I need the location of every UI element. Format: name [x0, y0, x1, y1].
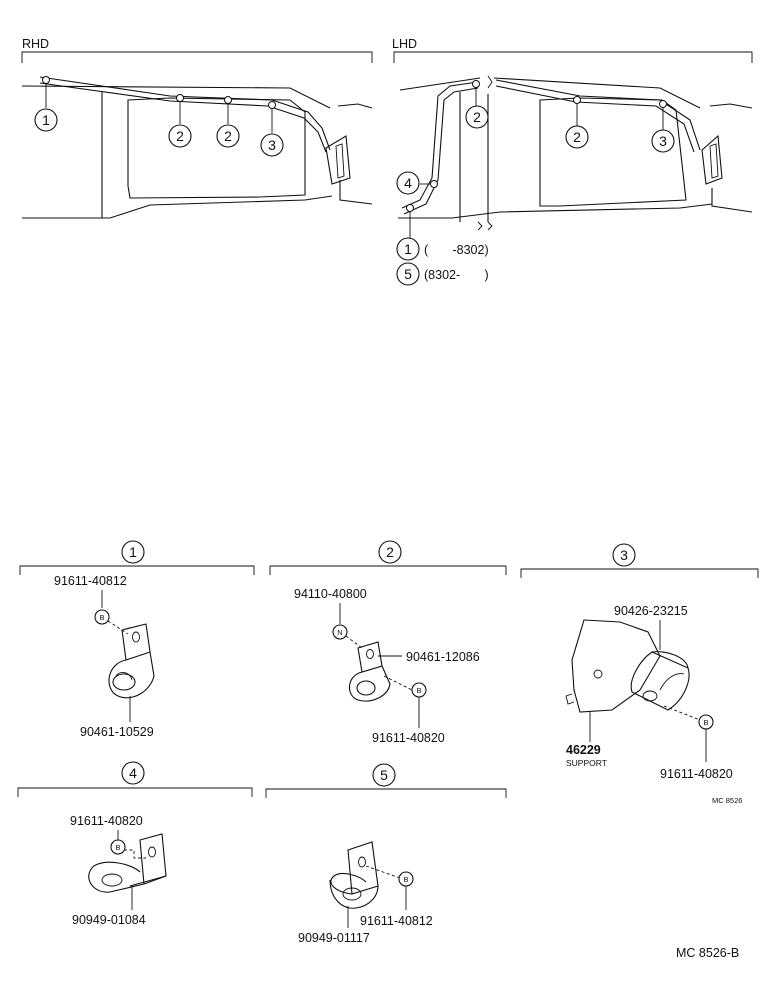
rhd-pipe — [39, 76, 331, 153]
svg-text:5: 5 — [404, 266, 412, 282]
group-4-title — [121, 761, 145, 785]
svg-text:3: 3 — [659, 133, 667, 149]
svg-text:B: B — [99, 613, 104, 622]
bolt-icon — [94, 609, 110, 625]
lhd-callout-5: 5 — [396, 262, 420, 286]
svg-text:3: 3 — [620, 547, 628, 563]
part-46229: 46229 — [566, 743, 601, 757]
svg-text:N: N — [337, 628, 342, 637]
group-3: 3 90426-23215 B 91611-40820 46229 SUPPOR… — [520, 543, 759, 805]
svg-text:4: 4 — [404, 175, 412, 191]
lhd-callout-1: 1 — [396, 237, 420, 261]
part-90949-01117: 90949-01117 — [298, 931, 370, 945]
group-1: 1 91611-40812 B 90461-10529 — [19, 540, 255, 739]
nut-icon — [332, 624, 348, 640]
lhd-note-5: (8302- ) — [424, 268, 489, 282]
rhd-bracket — [21, 51, 373, 63]
svg-text:2: 2 — [386, 544, 394, 560]
lhd-body-outline — [398, 75, 753, 231]
svg-text:B: B — [403, 875, 408, 884]
part-94110-40800: 94110-40800 — [294, 587, 367, 601]
group-1-title — [121, 540, 145, 564]
lhd-callout-4: 4 — [396, 171, 420, 195]
group-1-bracket — [19, 565, 255, 575]
svg-text:2: 2 — [573, 129, 581, 145]
svg-text:4: 4 — [129, 765, 137, 781]
part-91611-40812-g5: 91611-40812 — [360, 914, 433, 928]
group-4: 4 91611-40820 B 90949-01084 — [17, 761, 253, 927]
group-5-title — [372, 763, 396, 787]
group-2-title — [378, 540, 402, 564]
rhd-callout-2b: 2 — [216, 124, 240, 148]
svg-text:B: B — [115, 843, 120, 852]
group-3-title — [612, 543, 636, 567]
clamp-icon — [108, 623, 155, 699]
lhd-pipe — [401, 79, 701, 215]
lhd-note-1: ( -8302) — [424, 243, 489, 257]
part-90426-23215: 90426-23215 — [614, 604, 688, 618]
part-91611-40812: 91611-40812 — [54, 574, 127, 588]
part-90949-01084: 90949-01084 — [72, 913, 146, 927]
clamp-icon — [630, 651, 690, 711]
part-91611-40820-g4: 91611-40820 — [70, 814, 143, 828]
group-2-bracket — [269, 565, 507, 575]
group-2: 2 94110-40800 N 90461-12086 B 91611-4082… — [269, 540, 507, 745]
part-91611-40820: 91611-40820 — [372, 731, 445, 745]
rhd-clamp-points — [42, 76, 276, 133]
lhd-label: LHD — [392, 37, 417, 51]
rhd-label: RHD — [22, 37, 49, 51]
support-bracket-icon — [565, 619, 661, 713]
part-90461-12086: 90461-12086 — [406, 650, 480, 664]
group-4-bracket — [17, 787, 253, 797]
svg-text:2: 2 — [224, 128, 232, 144]
svg-text:3: 3 — [268, 137, 276, 153]
rhd-callout-2a: 2 — [168, 124, 192, 148]
lhd-clamp-points — [406, 80, 667, 238]
svg-text:1: 1 — [42, 112, 50, 128]
clamp-icon — [88, 833, 167, 893]
rhd-callout-1: 1 — [34, 108, 58, 132]
rhd-callout-3: 3 — [260, 133, 284, 157]
bolt-icon — [110, 839, 126, 855]
clamp-icon — [329, 841, 379, 909]
group-3-bracket — [520, 568, 759, 578]
lhd-callout-2a: 2 — [465, 105, 489, 129]
clamp-icon — [348, 641, 391, 702]
support-label: SUPPORT — [566, 758, 607, 768]
svg-text:2: 2 — [176, 128, 184, 144]
group-5-bracket — [265, 788, 507, 798]
part-90461-10529: 90461-10529 — [80, 725, 154, 739]
svg-text:B: B — [416, 686, 421, 695]
ref-code-small: MC 8526 — [712, 796, 742, 805]
lhd-callout-2b: 2 — [565, 125, 589, 149]
lhd-callout-3: 3 — [651, 129, 675, 153]
svg-text:2: 2 — [473, 109, 481, 125]
part-91611-40820-g3: 91611-40820 — [660, 767, 733, 781]
svg-text:5: 5 — [380, 767, 388, 783]
footer-ref-code: MC 8526-B — [676, 946, 739, 960]
rhd-body-outline — [21, 85, 373, 219]
group-5: 5 B 91611-40812 90949-01117 — [265, 763, 507, 945]
lhd-bracket — [393, 51, 753, 63]
svg-text:1: 1 — [129, 544, 137, 560]
svg-text:1: 1 — [404, 241, 412, 257]
svg-text:B: B — [703, 718, 708, 727]
